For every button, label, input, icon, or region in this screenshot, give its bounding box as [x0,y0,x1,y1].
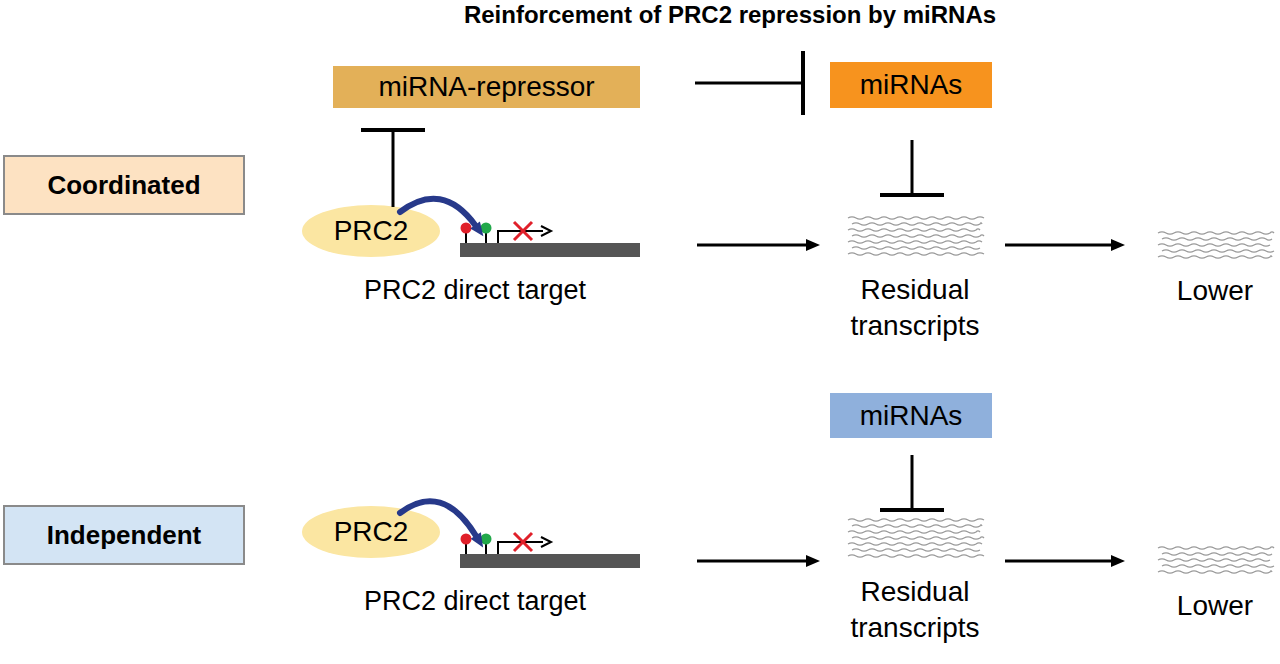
arrow-connector [1005,239,1125,251]
gene-label: PRC2 direct target [325,584,625,618]
repressor-box: miRNA-repressor [333,66,640,108]
transcript-label: Residual transcripts [830,574,1000,646]
gene-locus: PRC2 direct target [345,536,645,621]
transcript-label: Residual transcripts [830,272,1000,344]
inhibition-connector [695,51,803,115]
mirna-box: miRNAs [830,62,992,108]
arrow-connector [400,199,483,237]
node-label: PRC2 [334,516,409,548]
transcript-pool: Residual transcripts [840,210,990,340]
transcript-waves [1150,540,1280,590]
arrow-connector [1005,555,1125,567]
node-label: Coordinated [47,170,200,201]
arrow-connector [400,501,483,547]
inhibition-connector [361,130,425,207]
arrow-connector [697,555,820,567]
node-label: miRNAs [860,69,963,101]
gene-promoter-graphic [345,225,645,270]
row-label-box: Independent [3,505,245,565]
transcript-waves [840,512,990,562]
mirna-box: miRNAs [830,393,992,438]
node-label: miRNAs [860,400,963,432]
transcript-label: Lower [1120,273,1280,309]
transcript-label: Lower [1120,588,1280,624]
node-label: Independent [47,520,202,551]
inhibition-connector [880,455,944,510]
prc2-complex: PRC2 [302,506,440,558]
gene-label: PRC2 direct target [325,273,625,307]
transcript-pool: Lower [1150,225,1280,310]
arrow-connector [697,239,820,251]
transcript-waves [1150,225,1280,275]
gene-locus: PRC2 direct target [345,225,645,310]
prc2-complex: PRC2 [302,205,440,257]
transcript-pool: Lower [1150,540,1280,630]
node-label: miRNA-repressor [378,71,594,103]
diagram-title: Reinforcement of PRC2 repression by miRN… [0,0,1280,30]
transcript-pool: Residual transcripts [840,512,990,652]
node-label: PRC2 [334,215,409,247]
transcript-waves [840,210,990,260]
gene-promoter-graphic [345,536,645,581]
row-label-box: Coordinated [3,155,245,215]
inhibition-connector [880,140,944,195]
